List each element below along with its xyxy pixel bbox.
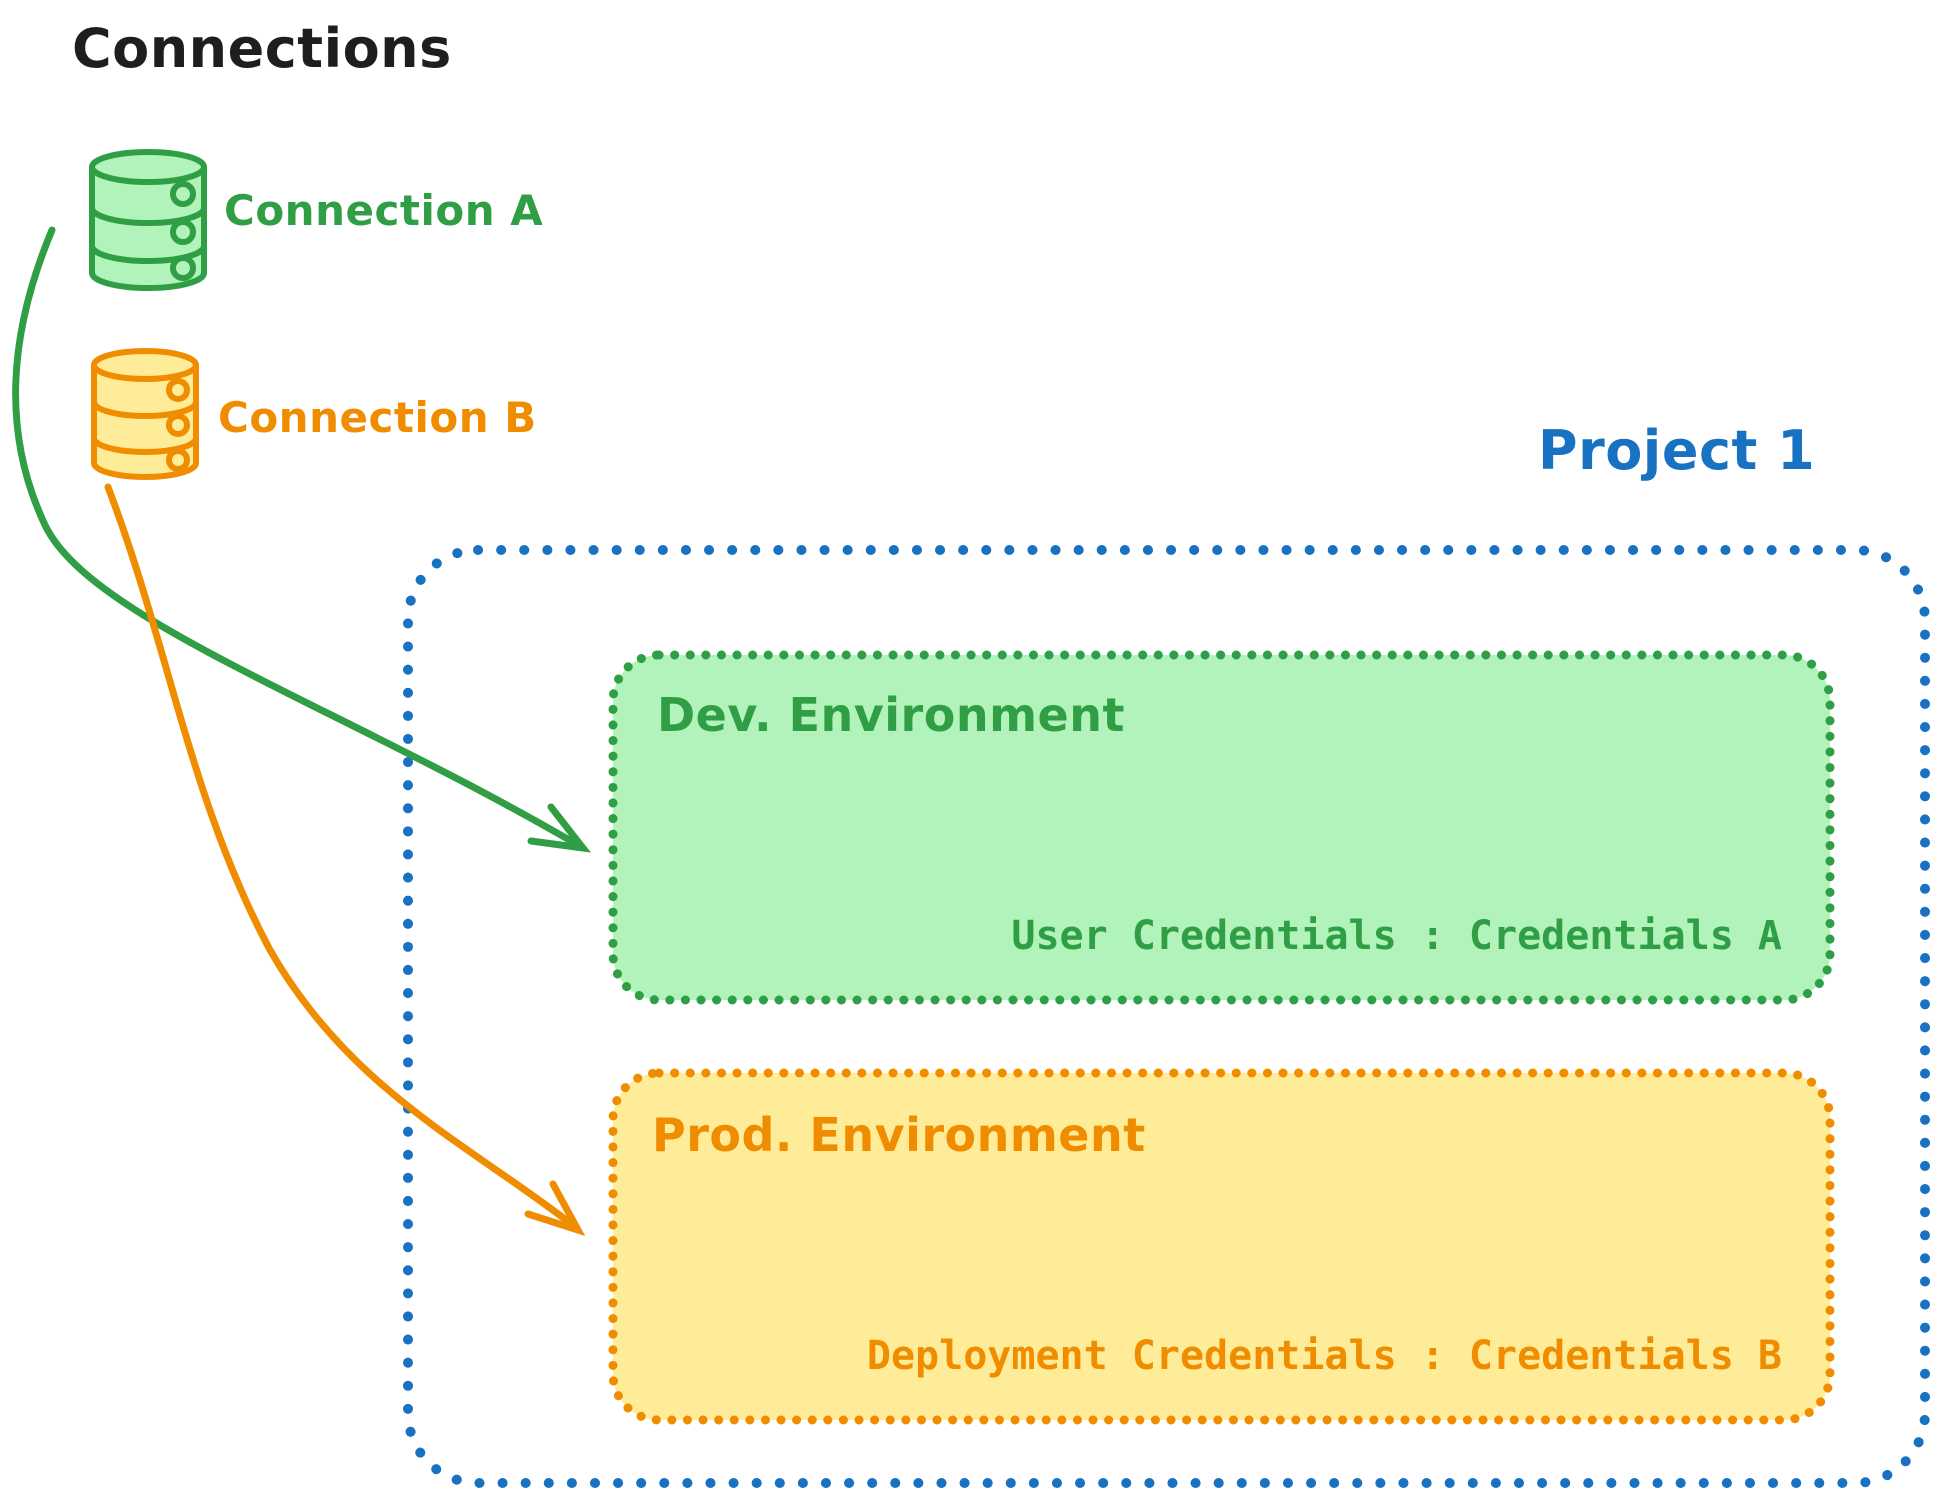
database-light [166,378,190,402]
dev-environment-title: Dev. Environment [657,688,1125,742]
database-separator [91,437,199,455]
prod-environment-title: Prod. Environment [652,1108,1146,1162]
prod-environment-credentials: Deployment Credentials : Credentials B [866,1333,1782,1379]
connection-b-arrow [104,483,586,1236]
database-light [166,413,190,437]
arrowhead-icon [524,1180,586,1236]
connection-a-database-icon [89,149,207,291]
database-light [170,181,196,207]
prod-environment-box [608,1068,1835,1425]
database-separator [89,207,207,226]
project-box-border [403,545,1930,1488]
arrow-line [104,483,578,1230]
database-separator [91,401,199,419]
arrow-line [12,226,582,849]
database-separator [89,245,207,264]
dev-environment-credentials: User Credentials : Credentials A [1011,913,1782,959]
connection-b-label: Connection B [218,393,537,442]
database-top [89,149,207,185]
connection-a-label: Connection A [224,186,544,235]
dev-environment-box [608,650,1835,1005]
database-light [170,219,196,245]
page-title: Connections [72,17,452,80]
connection-b-database-icon [91,348,199,480]
database-light [170,255,196,281]
project-title: Project 1 [1538,419,1816,482]
database-top [91,348,199,382]
database-light [166,448,190,472]
connection-a-arrow [12,226,592,853]
arrowhead-icon [527,803,592,853]
